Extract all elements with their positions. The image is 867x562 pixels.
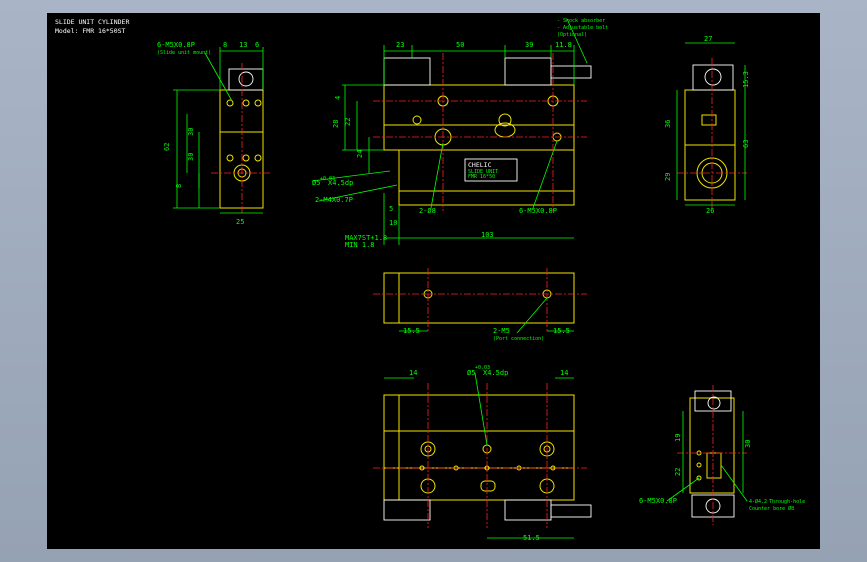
bottom-view: 14 14 51.5 Ø5 +0.03 X4.5dp (373, 365, 592, 542)
dim-front-28: 28 (332, 120, 340, 128)
dim-front-10: 10 (389, 219, 397, 227)
nameplate-brand: CHELIC (468, 161, 492, 169)
drawing-svg: SLIDE UNIT CYLINDER Model: FMR 16*50ST (55, 18, 805, 542)
dim-front-11-8: 11.8 (555, 41, 572, 49)
dim-right-29: 29 (664, 173, 672, 181)
nameplate-line2: FMR 16*50 (468, 174, 495, 180)
dim-left-62: 62 (163, 143, 171, 151)
callout-tapped-left-sub: (Slide unit mount) (157, 50, 211, 56)
callout-shock-absorber: - Shock absorber (557, 18, 605, 24)
callout-through-hole: 4-Ø4.2 (749, 498, 767, 505)
front-view: CHELIC SLIDE UNIT FMR 16*50 (311, 18, 608, 249)
callout-tap-m4: 2-M4X0.7P (315, 196, 353, 204)
dim-right-15-3: 15.3 (742, 71, 750, 88)
callout-optional: (Optional) (557, 32, 587, 38)
min-stroke: MIN 1.8 (345, 241, 375, 249)
dim-left-30b: 30 (187, 153, 195, 161)
dim-bottom-51-5: 51.5 (523, 534, 540, 542)
dim-left-25: 25 (236, 218, 244, 226)
dim-left-13: 13 (239, 41, 247, 49)
dim-right-36: 36 (664, 120, 672, 128)
dim-bottom-14b: 14 (560, 369, 568, 377)
dim-right-27: 27 (704, 35, 712, 43)
callout-tap-bottom-right: 6-M5X0.8P (639, 497, 677, 505)
callout-tap-right: 6-M5X0.8P (519, 207, 557, 215)
callout-counterbore-top-sup: +0.03 (320, 176, 335, 182)
callout-counterbore-bottom: Ø5 (467, 369, 475, 377)
dim-bottom-right-19: 19 (674, 434, 682, 442)
nameplate-line1: SLIDE UNIT (468, 169, 498, 175)
dim-left-8b: 8 (175, 184, 183, 188)
dim-front-23: 23 (396, 41, 404, 49)
dim-plan-15-5a: 15.5 (403, 327, 420, 335)
callout-through-hole-sub: Through-hole (769, 499, 805, 505)
callout-counter-bore: Counter bore Ø8 (749, 505, 794, 512)
dim-front-5: 5 (389, 205, 393, 213)
dim-front-4: 4 (334, 96, 342, 100)
dim-bottom-right-22: 22 (674, 468, 682, 476)
dim-left-8: 8 (223, 41, 227, 49)
dim-bottom-14a: 14 (409, 369, 417, 377)
callout-counterbore-top-depth: X4.5dp (328, 179, 353, 187)
dim-right-63: 63 (742, 140, 750, 148)
drawing-title: SLIDE UNIT CYLINDER (55, 18, 129, 26)
right-side-view: 27 15.3 36 63 29 26 (664, 35, 750, 215)
callout-port-sub: (Port connection) (493, 336, 544, 342)
callout-hole-pin: 2-Ø8 (419, 207, 436, 215)
plan-view: 15.5 15.5 2-M5 (Port connection) (373, 268, 587, 342)
dim-front-39: 39 (525, 41, 533, 49)
callout-port: 2-M5 (493, 327, 510, 335)
left-side-view: 62 30 30 8 8 13 6 25 6-M5X0.8P (Slide un… (157, 41, 272, 226)
callout-counterbore-bottom-sup: +0.03 (475, 365, 490, 371)
callout-tapped-left: 6-M5X0.8P (157, 41, 195, 49)
dim-plan-15-5b: 15.5 (553, 327, 570, 335)
dim-front-50: 50 (456, 41, 464, 49)
dim-left-30a: 30 (187, 128, 195, 136)
max-stroke: MAX7ST+1.8 (345, 234, 387, 242)
callout-counterbore-top: Ø5 (312, 179, 320, 187)
dim-front-24: 24 (356, 150, 364, 158)
bottom-right-view: 19 22 30 6-M5X0.8P 4-Ø4.2 Through-hole C… (639, 385, 805, 525)
drawing-model: Model: FMR 16*50ST (55, 27, 126, 35)
callout-counterbore-bottom-depth: X4.5dp (483, 369, 508, 377)
dim-left-6: 6 (255, 41, 259, 49)
dim-bottom-right-30: 30 (744, 440, 752, 448)
callout-adjustable-bolt: - Adjustable bolt (557, 25, 608, 31)
dim-front-22: 22 (344, 118, 352, 126)
dim-front-103: 103 (481, 231, 494, 239)
drawing-canvas[interactable]: SLIDE UNIT CYLINDER Model: FMR 16*50ST (47, 13, 820, 549)
dim-right-26: 26 (706, 207, 714, 215)
